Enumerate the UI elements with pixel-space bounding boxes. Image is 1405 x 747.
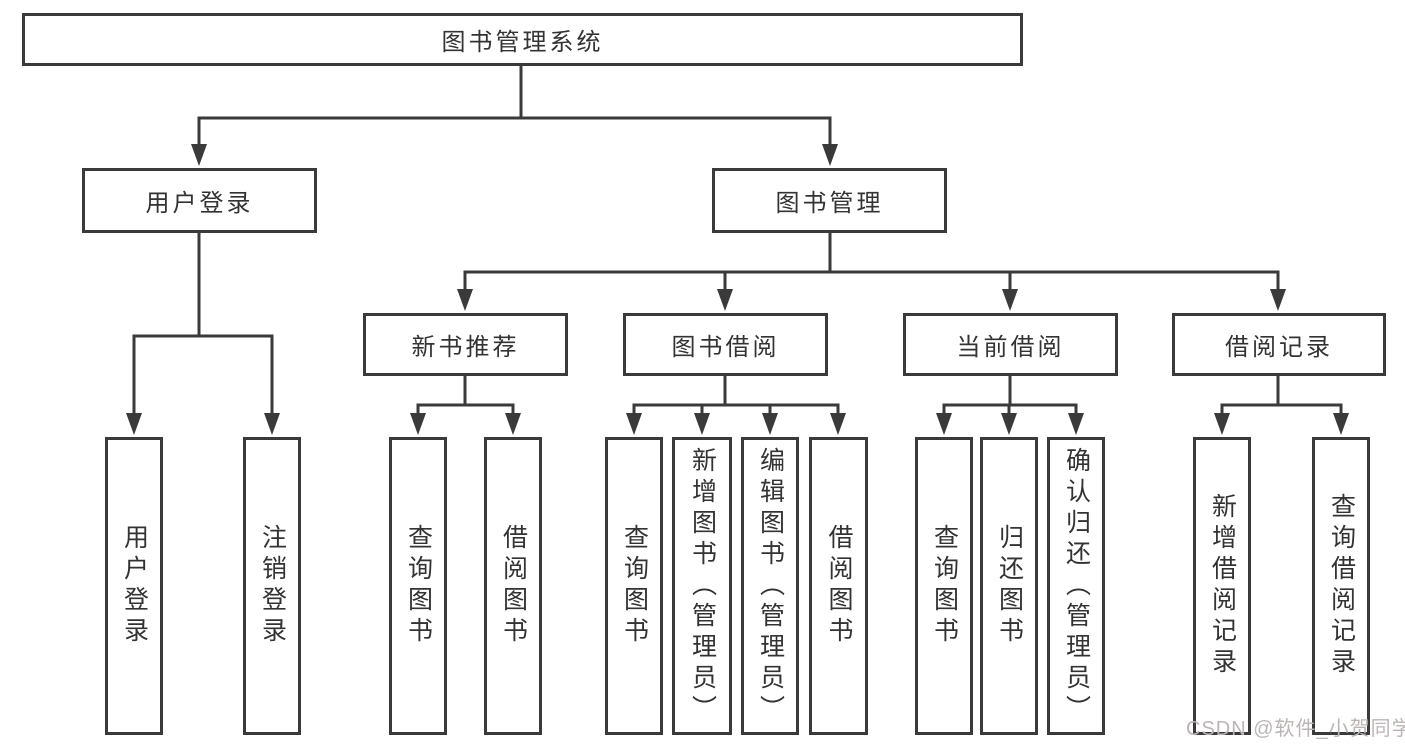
node-book-borrow: 图书借阅 bbox=[623, 313, 828, 376]
connector-user-login-to-leaves bbox=[132, 233, 274, 416]
connector-borrow-records-to-leaves bbox=[1220, 376, 1343, 416]
leaf-confirm-return-admin: 确认归还（管理员） bbox=[1047, 437, 1105, 735]
connector-new-book-recommend-to-leaves bbox=[416, 376, 515, 416]
node-book-management: 图书管理 bbox=[712, 168, 947, 233]
leaf-return-books: 归还图书 bbox=[980, 437, 1038, 735]
node-user-login: 用户登录 bbox=[82, 168, 317, 233]
node-current-borrow: 当前借阅 bbox=[903, 313, 1118, 376]
leaf-add-books-admin: 新增图书（管理员） bbox=[672, 437, 732, 735]
node-new-book-recommend: 新书推荐 bbox=[363, 313, 568, 376]
arrowheads bbox=[126, 144, 1349, 435]
node-borrow-records: 借阅记录 bbox=[1172, 313, 1386, 376]
leaf-query-books-borrow: 查询图书 bbox=[605, 437, 663, 735]
connector-current-borrow-to-leaves bbox=[942, 376, 1078, 416]
leaf-query-borrow-record: 查询借阅记录 bbox=[1312, 437, 1370, 735]
leaf-query-books-current: 查询图书 bbox=[915, 437, 973, 735]
node-library-management-system: 图书管理系统 bbox=[22, 13, 1023, 66]
leaf-user-login: 用户登录 bbox=[105, 437, 163, 735]
leaf-borrow-books-recommend: 借阅图书 bbox=[484, 437, 542, 735]
connector-root-to-level2 bbox=[197, 66, 832, 148]
leaf-query-books-recommend: 查询图书 bbox=[389, 437, 447, 735]
leaf-borrow-books: 借阅图书 bbox=[809, 437, 868, 735]
leaf-logout: 注销登录 bbox=[243, 437, 301, 735]
leaf-edit-books-admin: 编辑图书（管理员） bbox=[741, 437, 799, 735]
leaf-add-borrow-record: 新增借阅记录 bbox=[1193, 437, 1251, 735]
csdn-watermark: CSDN @软件_小贺同学 bbox=[1186, 718, 1405, 740]
connector-book-management-to-level3 bbox=[463, 233, 1280, 293]
connector-book-borrow-to-leaves bbox=[632, 376, 840, 416]
